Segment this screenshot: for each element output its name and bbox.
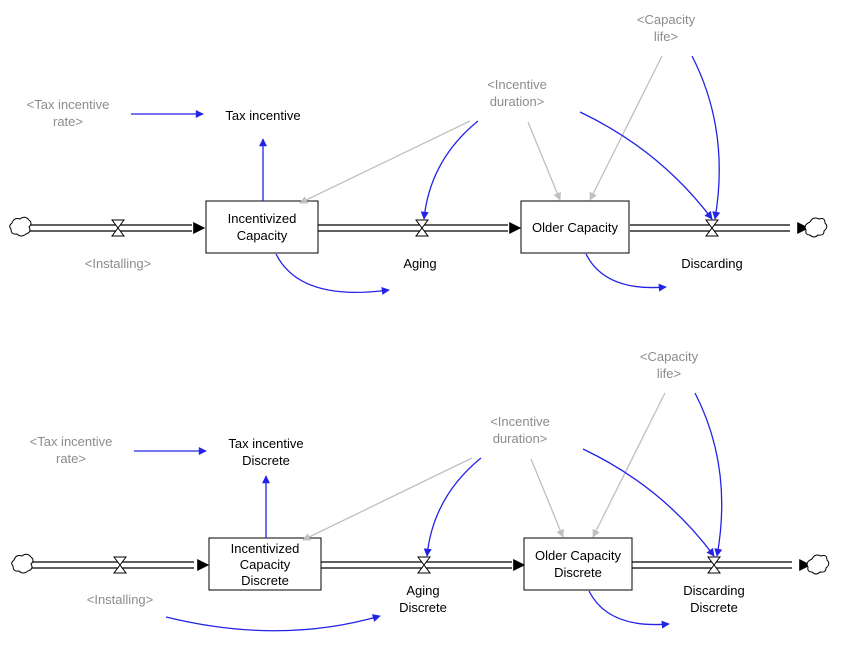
top-discarding-pipe xyxy=(630,222,810,234)
bottom-link-duration-to-older xyxy=(530,458,564,538)
bottom-sink-cloud xyxy=(806,554,830,575)
top-aging-label: Aging xyxy=(403,256,436,271)
bottom-link-installing-to-aging xyxy=(165,614,381,632)
top-source-cloud xyxy=(9,216,32,237)
top-link-duration-to-older xyxy=(527,121,561,201)
top-inflow-pipe xyxy=(28,222,206,234)
top-incentivized-capacity-stock xyxy=(205,200,319,254)
top-link-duration-to-aging xyxy=(420,120,479,220)
bottom-link-life-to-discarding xyxy=(694,392,723,557)
bottom-link-life-to-older xyxy=(592,392,666,538)
top-link-capacity-to-aging xyxy=(275,253,390,295)
top-tax-incentive-label: Tax incentive xyxy=(225,108,300,123)
top-link-older-to-discarding xyxy=(585,253,667,292)
top-aging-pipe xyxy=(318,222,522,234)
top-installing-label: <Installing> xyxy=(85,256,152,271)
top-older-capacity-stock xyxy=(520,200,630,254)
top-link-life-to-older xyxy=(589,55,663,201)
top-link-duration-to-incentivized xyxy=(299,120,471,204)
bottom-incentivized-capacity-stock xyxy=(208,537,322,591)
bottom-link-older-to-discarding xyxy=(588,590,670,629)
top-link-duration-to-discarding xyxy=(579,111,713,220)
top-older-capacity-label: Older Capacity xyxy=(532,220,618,235)
bottom-discarding-valve xyxy=(707,556,721,574)
bottom-installing-valve xyxy=(113,556,127,574)
bottom-link-duration-to-discarding xyxy=(582,448,715,557)
top-sink-cloud xyxy=(804,217,828,238)
bottom-link-duration-to-aging xyxy=(423,457,482,557)
top-installing-valve xyxy=(111,219,125,237)
bottom-aging-pipe xyxy=(321,559,526,571)
bottom-aging-valve xyxy=(417,556,431,574)
bottom-discarding-pipe xyxy=(632,559,812,571)
bottom-older-capacity-stock xyxy=(523,537,633,591)
bottom-link-duration-to-incentivized xyxy=(302,457,473,541)
bottom-installing-label: <Installing> xyxy=(87,592,154,607)
bottom-source-cloud xyxy=(11,553,34,574)
top-aging-valve xyxy=(415,219,429,237)
bottom-inflow-pipe xyxy=(30,559,210,571)
top-discarding-valve xyxy=(705,219,719,237)
top-link-life-to-discarding xyxy=(691,55,721,220)
top-discarding-label: Discarding xyxy=(681,256,742,271)
